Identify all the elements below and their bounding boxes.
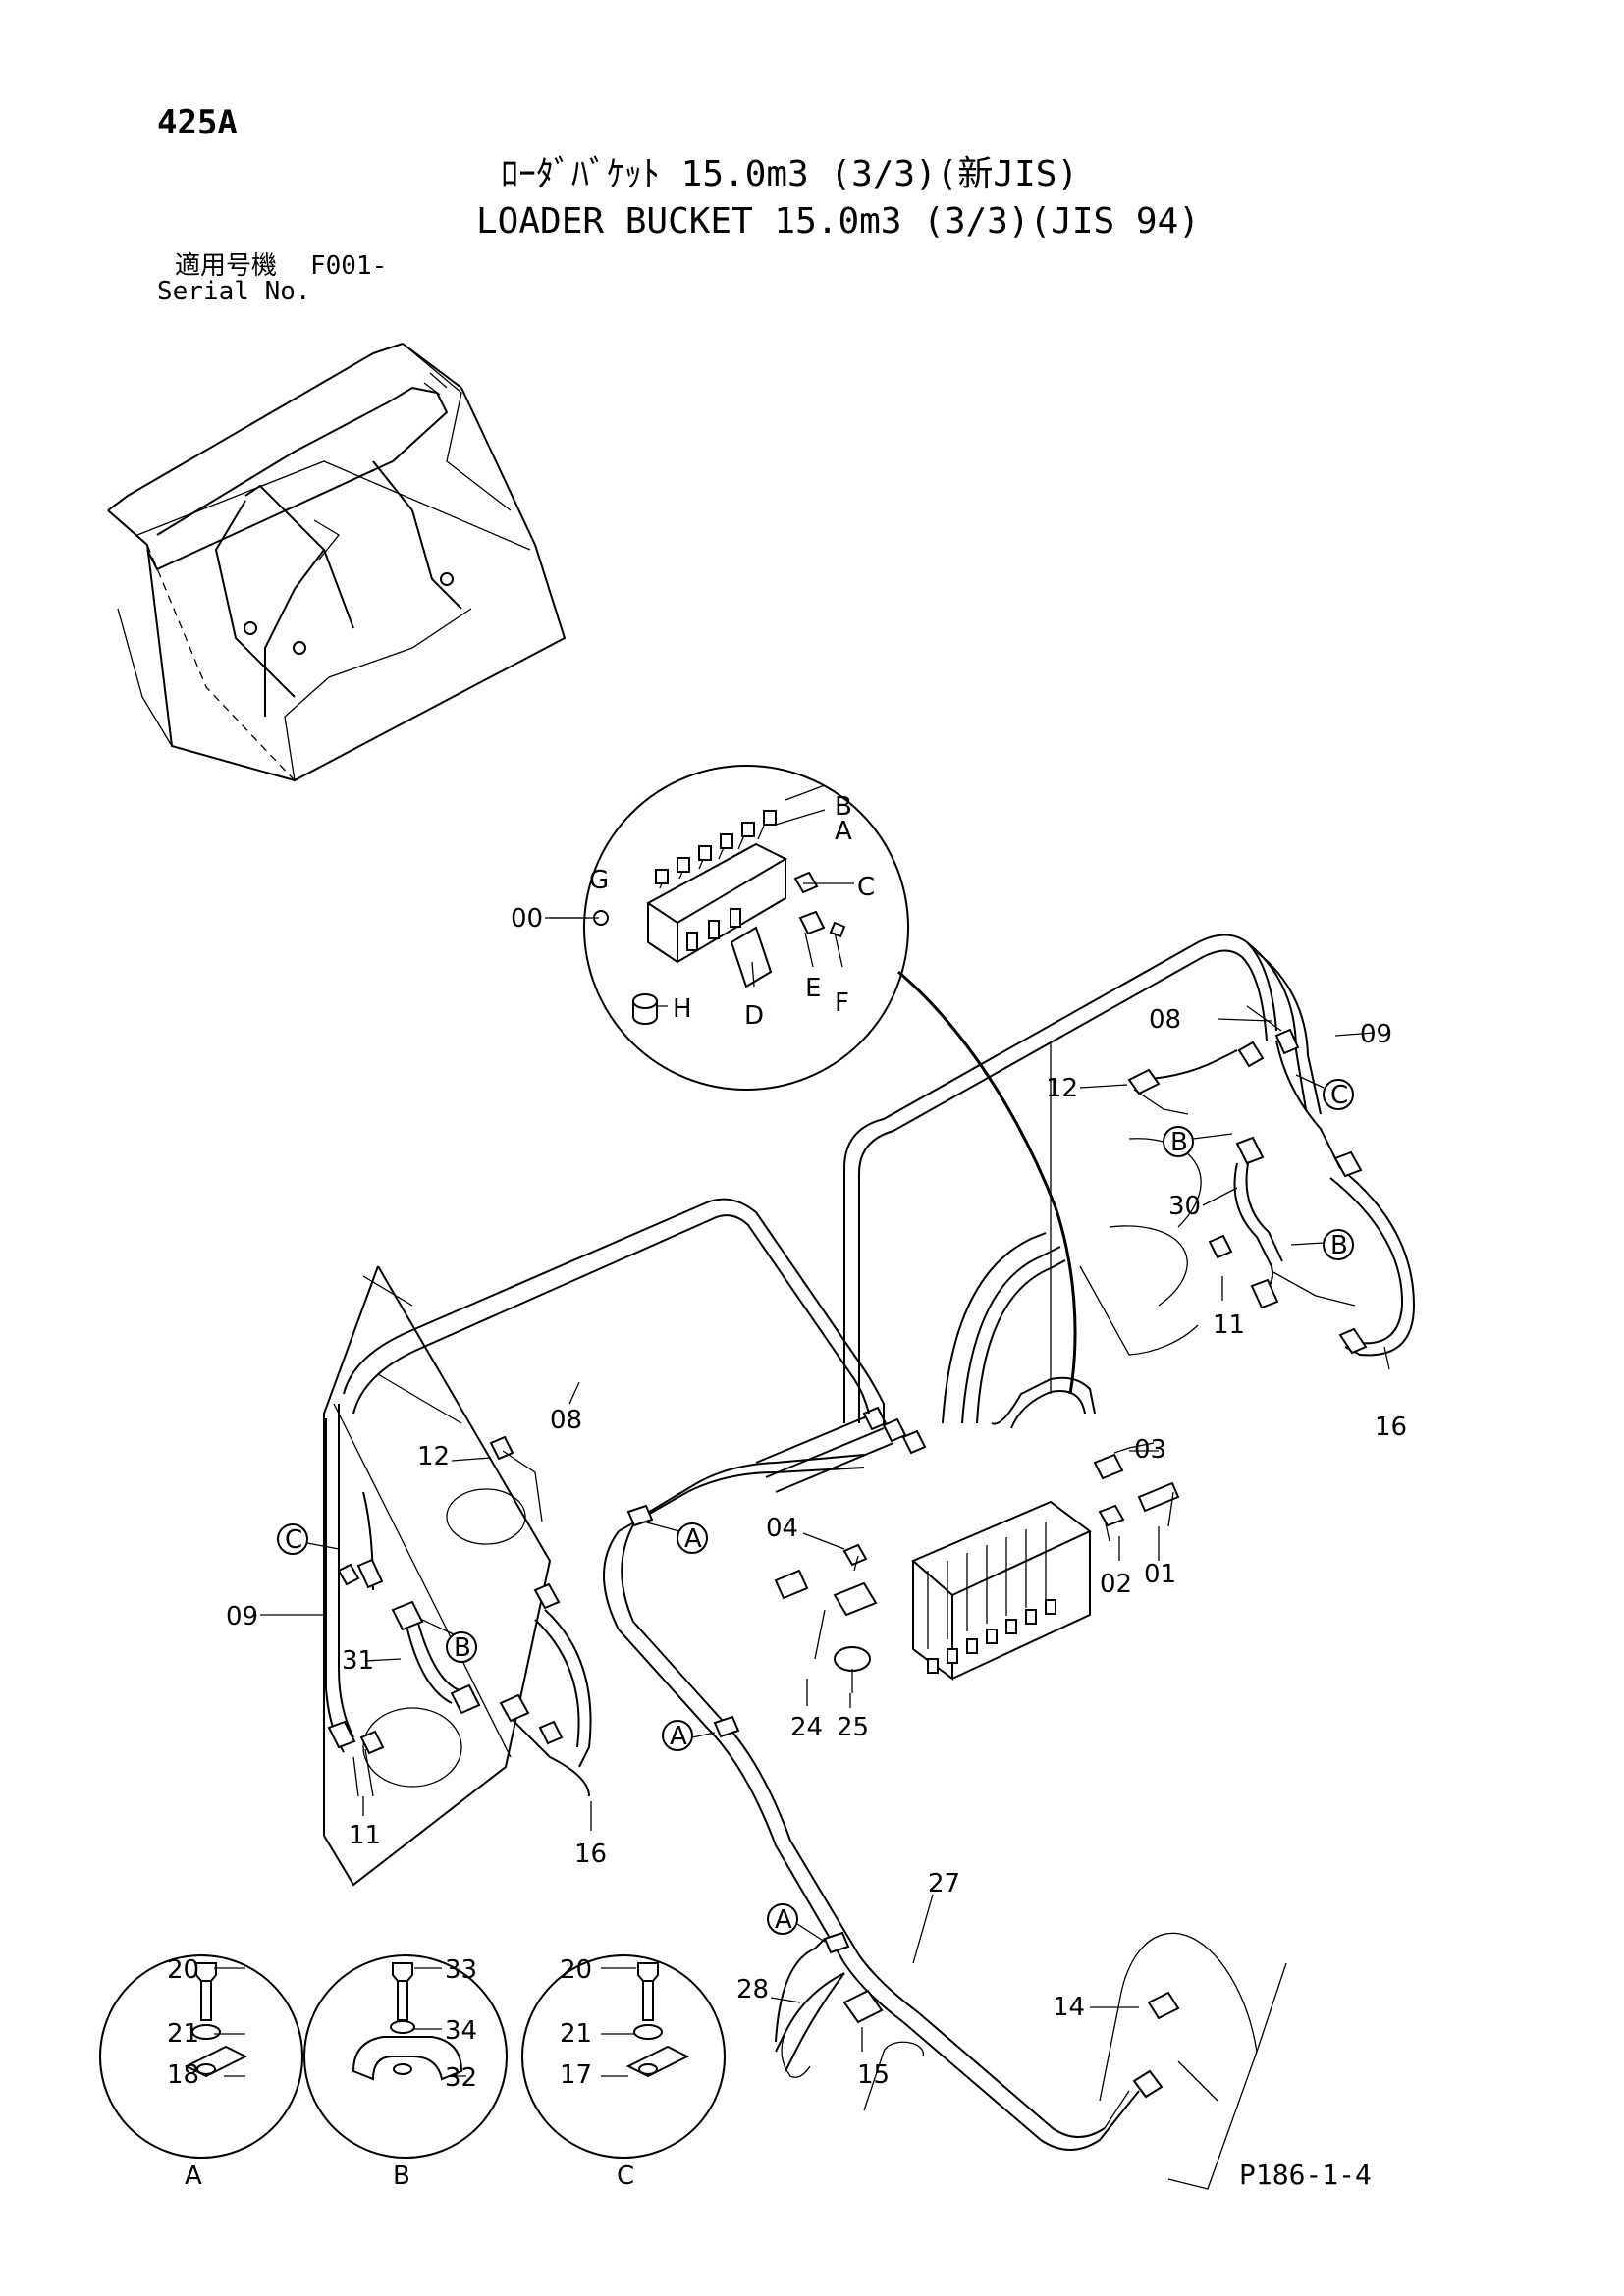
- svg-text:A: A: [775, 1905, 792, 1935]
- clamp-B-clamp-number: 32: [445, 2063, 477, 2093]
- callout-16-right: 16: [1375, 1413, 1407, 1442]
- clamp-C-clamp-number: 17: [560, 2060, 592, 2090]
- callout-14: 14: [1053, 1993, 1085, 2022]
- clamp-B-washer-number: 34: [445, 2016, 477, 2046]
- valve-block-detail-circle: [545, 765, 909, 1091]
- letter-F-valve: F: [835, 988, 849, 1018]
- ref-circle-C-left: C: [277, 1523, 340, 1555]
- clamp-A-clamp-number: 18: [167, 2060, 199, 2090]
- ref-circle-A-2: A: [662, 1720, 716, 1751]
- svg-text:B: B: [1170, 1128, 1188, 1157]
- callout-00: 00: [511, 904, 543, 934]
- letter-C-valve: C: [857, 873, 875, 902]
- bucket-overview-sketch: [107, 343, 567, 782]
- svg-text:A: A: [684, 1524, 702, 1554]
- callout-leaders: [260, 917, 1390, 2052]
- callout-16-left: 16: [574, 1840, 607, 1869]
- clamp-detail-A: [99, 1954, 303, 2159]
- callout-24: 24: [790, 1713, 823, 1742]
- letter-G-valve: G: [589, 866, 609, 895]
- letter-E-valve: E: [805, 974, 821, 1003]
- serial-label-japanese: 適用号機: [175, 251, 278, 281]
- clamp-B-label: B: [393, 2162, 410, 2191]
- callout-01: 01: [1144, 1560, 1176, 1589]
- clamp-detail-B: [303, 1954, 508, 2159]
- main-valve-and-hoses: [755, 1406, 1180, 1693]
- callout-11-left: 11: [349, 1821, 381, 1850]
- letter-H-valve: H: [673, 994, 692, 1024]
- clamp-C-label: C: [617, 2162, 634, 2191]
- ref-circle-B-left: B: [421, 1619, 477, 1663]
- callout-30: 30: [1168, 1192, 1201, 1221]
- serial-label-english: Serial No.: [157, 277, 311, 306]
- callout-02: 02: [1100, 1570, 1132, 1599]
- callout-03: 03: [1134, 1435, 1166, 1465]
- ref-circle-A-1: A: [642, 1521, 708, 1554]
- svg-text:B: B: [454, 1633, 471, 1663]
- callout-08-left: 08: [550, 1406, 582, 1435]
- callout-12-right: 12: [1046, 1074, 1078, 1103]
- left-side-piping: [323, 1198, 885, 1887]
- letter-B-valve: B: [835, 792, 852, 822]
- lower-piping: [603, 1454, 1287, 2190]
- callout-09-right: 09: [1360, 1020, 1392, 1049]
- clamp-B-bolt-number: 33: [445, 1955, 477, 1985]
- callout-28: 28: [736, 1975, 769, 2004]
- callout-12-left: 12: [417, 1442, 450, 1471]
- clamp-detail-C: [521, 1954, 726, 2159]
- callout-04: 04: [766, 1514, 798, 1543]
- callout-25: 25: [837, 1713, 869, 1742]
- serial-number-range: F001-: [310, 251, 388, 281]
- right-side-piping: [843, 934, 1416, 1429]
- callout-11-right: 11: [1213, 1310, 1245, 1340]
- title-english: LOADER BUCKET 15.0m3 (3/3)(JIS 94): [476, 201, 1200, 241]
- callout-31: 31: [342, 1646, 374, 1676]
- clamp-C-washer-number: 21: [560, 2019, 592, 2049]
- letter-A-valve: A: [835, 817, 852, 846]
- footer-page-ref: P186-1-4: [1239, 2159, 1372, 2191]
- svg-text:C: C: [285, 1525, 302, 1555]
- svg-text:C: C: [1330, 1081, 1348, 1110]
- svg-text:B: B: [1330, 1231, 1348, 1260]
- title-japanese: ﾛｰﾀﾞﾊﾞｹｯﾄ 15.0m3 (3/3)(新JIS): [501, 154, 1079, 194]
- clamp-A-label: A: [185, 2162, 202, 2191]
- page-code: 425A: [157, 103, 238, 142]
- ref-circle-A-3: A: [767, 1903, 826, 1943]
- clamp-A-bolt-number: 20: [167, 1955, 199, 1985]
- callout-08-right: 08: [1149, 1005, 1181, 1035]
- ref-circle-B-right-2: B: [1290, 1229, 1354, 1260]
- letter-D-valve: D: [744, 1001, 764, 1031]
- callout-15: 15: [857, 2060, 890, 2090]
- ref-circle-C-right: C: [1295, 1074, 1354, 1110]
- clamp-A-washer-number: 21: [167, 2019, 199, 2049]
- svg-text:A: A: [670, 1722, 687, 1751]
- ref-circle-B-right-1: B: [1163, 1126, 1233, 1157]
- callout-09-left: 09: [226, 1602, 258, 1631]
- callout-27: 27: [928, 1869, 960, 1898]
- detail-leader-line: [897, 970, 1077, 1395]
- clamp-C-bolt-number: 20: [560, 1955, 592, 1985]
